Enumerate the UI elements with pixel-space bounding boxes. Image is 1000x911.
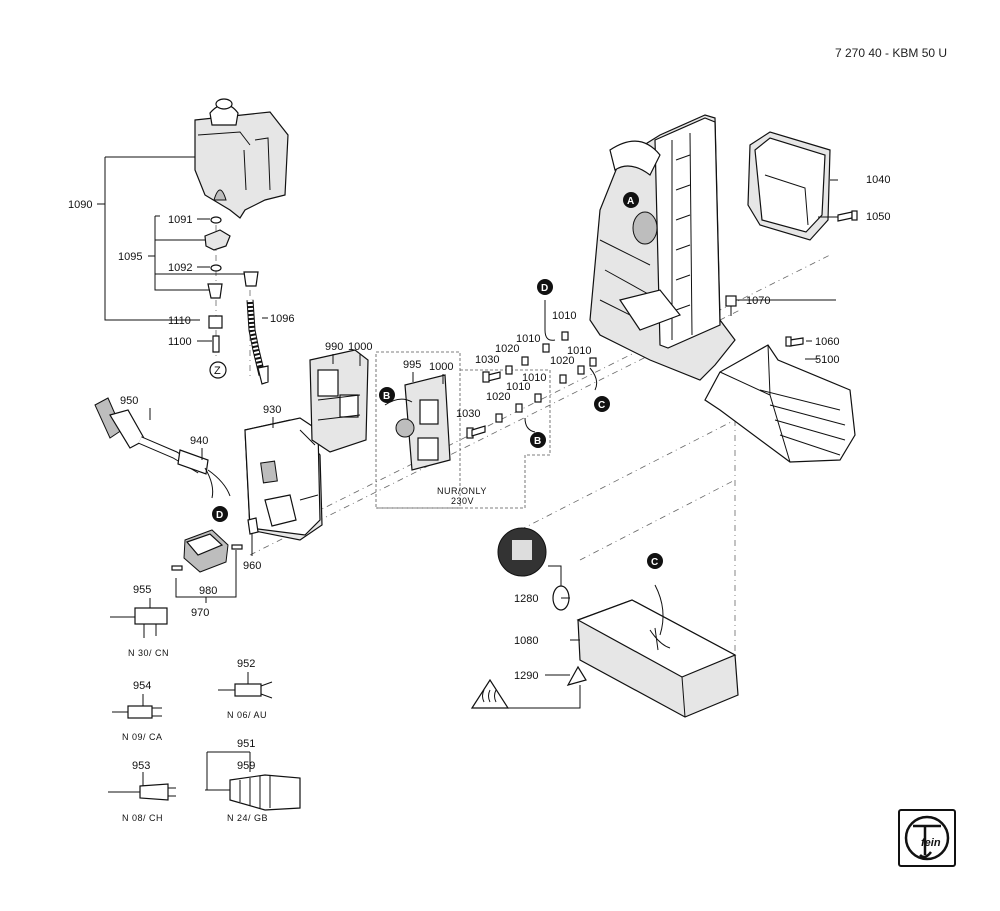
label-1095: 1095 bbox=[118, 251, 142, 263]
label-995: 995 bbox=[403, 359, 421, 371]
label-1096: 1096 bbox=[270, 313, 294, 325]
label-951: 951 bbox=[237, 738, 255, 750]
voltage-note: NUR/ONLY 230V bbox=[437, 486, 487, 506]
label-1020-c: 1020 bbox=[550, 355, 574, 367]
variant-au: N 06/ AU bbox=[227, 710, 267, 720]
label-1010-b: 1010 bbox=[516, 333, 540, 345]
label-955: 955 bbox=[133, 584, 151, 596]
label-1280: 1280 bbox=[514, 593, 538, 605]
coolant-tank bbox=[194, 98, 289, 219]
label-1020-b: 1020 bbox=[486, 391, 510, 403]
logo-text: fein bbox=[921, 837, 941, 849]
cover-1040 bbox=[747, 131, 838, 241]
label-1010-e: 1010 bbox=[567, 345, 591, 357]
plug-variant-ca bbox=[112, 694, 162, 719]
label-1030-a: 1030 bbox=[475, 354, 499, 366]
guard-5100 bbox=[704, 344, 856, 463]
label-1040: 1040 bbox=[866, 174, 890, 186]
label-1280 bbox=[497, 527, 570, 611]
label-5100: 5100 bbox=[815, 354, 839, 366]
callout-c-2: C bbox=[647, 553, 663, 569]
label-980: 980 bbox=[199, 585, 217, 597]
variant-ch: N 08/ CH bbox=[122, 813, 163, 823]
label-1010-a: 1010 bbox=[552, 310, 576, 322]
note-line-2: 230V bbox=[451, 496, 474, 506]
screw-1070 bbox=[725, 295, 737, 316]
label-960: 960 bbox=[243, 560, 261, 572]
plug-variant-au bbox=[218, 672, 273, 699]
pcb-995-window bbox=[375, 351, 551, 509]
label-970: 970 bbox=[191, 607, 209, 619]
plug-variant-ch bbox=[108, 772, 176, 801]
variant-cn: N 30/ CN bbox=[128, 648, 169, 658]
svg-text:A: A bbox=[627, 196, 634, 207]
column-rack-main bbox=[589, 114, 736, 381]
screws-and-washers bbox=[466, 300, 598, 439]
label-1100: 1100 bbox=[168, 336, 192, 348]
svg-text:C: C bbox=[651, 557, 658, 568]
svg-text:D: D bbox=[541, 283, 548, 294]
warning-hot-surface-sign bbox=[470, 678, 581, 709]
label-1000-a: 1000 bbox=[348, 341, 372, 353]
label-1020-a: 1020 bbox=[495, 343, 519, 355]
label-1290: 1290 bbox=[514, 670, 538, 682]
svg-text:B: B bbox=[383, 391, 390, 402]
tap-parts: Z bbox=[204, 216, 231, 379]
variant-gb: N 24/ GB bbox=[227, 813, 268, 823]
label-940: 940 bbox=[190, 435, 208, 447]
label-954: 954 bbox=[133, 680, 151, 692]
callout-d-2: D bbox=[212, 506, 228, 522]
leader-lines-misc bbox=[149, 354, 444, 460]
label-1010-c: 1010 bbox=[506, 381, 530, 393]
screw-1050 bbox=[837, 210, 858, 222]
callout-b-2: B bbox=[530, 432, 546, 448]
callout-d-1: D bbox=[537, 279, 553, 295]
label-1080: 1080 bbox=[514, 635, 538, 647]
coolant-hose-1096 bbox=[243, 271, 269, 385]
callout-a: A bbox=[623, 192, 639, 208]
cover-980 bbox=[171, 517, 259, 603]
svg-text:B: B bbox=[534, 436, 541, 447]
label-1092: 1092 bbox=[168, 262, 192, 274]
label-950: 950 bbox=[120, 395, 138, 407]
label-1050: 1050 bbox=[866, 211, 890, 223]
variant-captions: N 30/ CN N 06/ AU N 09/ CA N 08/ CH N 24… bbox=[122, 648, 268, 823]
label-1030-b: 1030 bbox=[456, 408, 480, 420]
magnet-base-1080 bbox=[576, 584, 739, 718]
label-1090: 1090 bbox=[68, 199, 92, 211]
label-959: 959 bbox=[237, 760, 255, 772]
document-id: 7 270 40 - KBM 50 U bbox=[835, 46, 948, 60]
note-line-1: NUR/ONLY bbox=[437, 486, 487, 496]
label-952: 952 bbox=[237, 658, 255, 670]
plug-variant-gb bbox=[205, 751, 301, 811]
label-1000-b: 1000 bbox=[429, 361, 453, 373]
leader-lines-right bbox=[545, 216, 838, 676]
label-1010-d: 1010 bbox=[522, 372, 546, 384]
callout-c-1: C bbox=[594, 396, 610, 412]
label-1060: 1060 bbox=[815, 336, 839, 348]
label-1110: 1110 bbox=[168, 315, 191, 327]
screw-1060 bbox=[785, 336, 804, 347]
label-1070: 1070 bbox=[746, 295, 770, 307]
fein-logo: fein bbox=[898, 809, 956, 867]
svg-text:C: C bbox=[598, 400, 605, 411]
label-953: 953 bbox=[132, 760, 150, 772]
label-1091: 1091 bbox=[168, 214, 192, 226]
sticker-1290 bbox=[566, 665, 587, 686]
part-labels: 1090 1091 1095 1092 1110 1100 1096 950 9… bbox=[68, 174, 890, 772]
svg-text:D: D bbox=[216, 510, 223, 521]
power-cord-950-940 bbox=[94, 397, 231, 499]
plug-variant-cn bbox=[110, 598, 168, 638]
callout-b-1: B bbox=[379, 387, 395, 403]
label-z: Z bbox=[214, 365, 221, 377]
tank-label-brackets bbox=[97, 156, 268, 342]
label-990: 990 bbox=[325, 341, 343, 353]
variant-ca: N 09/ CA bbox=[122, 732, 163, 742]
label-930: 930 bbox=[263, 404, 281, 416]
pcb-990 bbox=[309, 349, 369, 453]
